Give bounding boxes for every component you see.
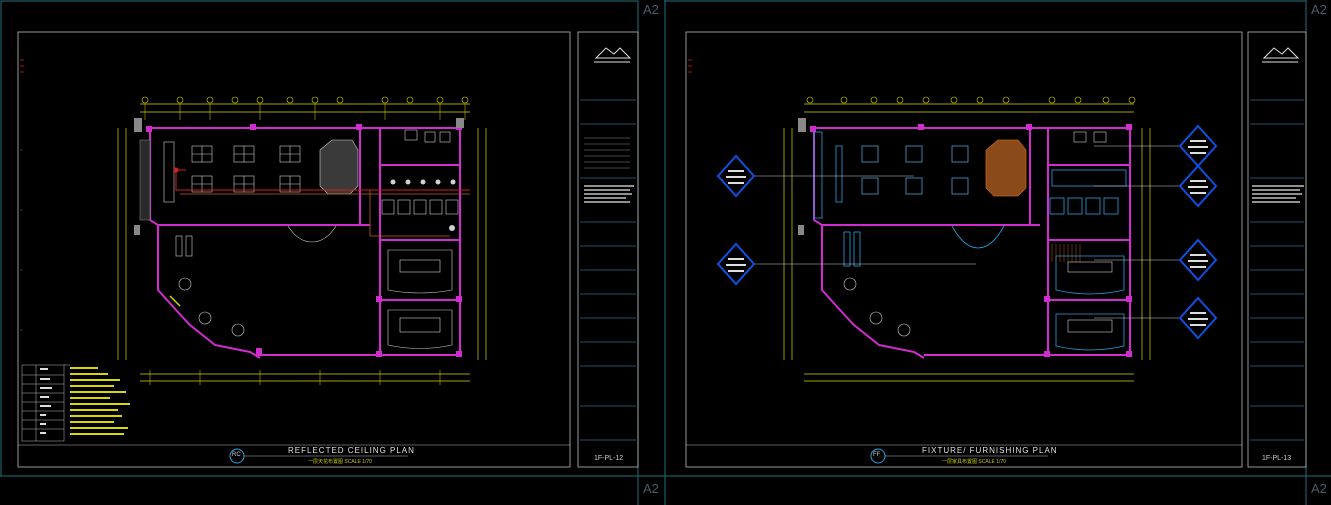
- drawing-sheet-right: A2 A2 FF FIXTURE/ FURNISHING PLAN 一层家具布置…: [664, 0, 1331, 505]
- sheet-size-label: A2: [643, 2, 659, 17]
- drawing-title: REFLECTED CEILING PLAN: [288, 446, 415, 455]
- drawing-sheet-left: A2 A2 RC REFLECTED CEILING PLAN 一层天花布置图 …: [0, 0, 664, 505]
- sheet-size-label: A2: [1311, 481, 1327, 496]
- view-reference-bubble: FF: [873, 452, 881, 458]
- furnishing-plan-drawing: [664, 0, 1331, 505]
- ceiling-plan-drawing: [0, 0, 664, 505]
- drawing-title: FIXTURE/ FURNISHING PLAN: [922, 446, 1058, 455]
- sheet-size-label: A2: [1311, 2, 1327, 17]
- drawing-subtitle: 一层天花布置图 SCALE 1/70: [308, 459, 372, 465]
- view-reference-bubble: RC: [232, 452, 241, 458]
- sheet-number: 1F-PL-13: [1262, 455, 1292, 462]
- drawing-subtitle: 一层家具布置图 SCALE 1/70: [942, 459, 1006, 465]
- sheet-size-label: A2: [643, 481, 659, 496]
- sheet-number: 1F-PL-12: [594, 455, 624, 462]
